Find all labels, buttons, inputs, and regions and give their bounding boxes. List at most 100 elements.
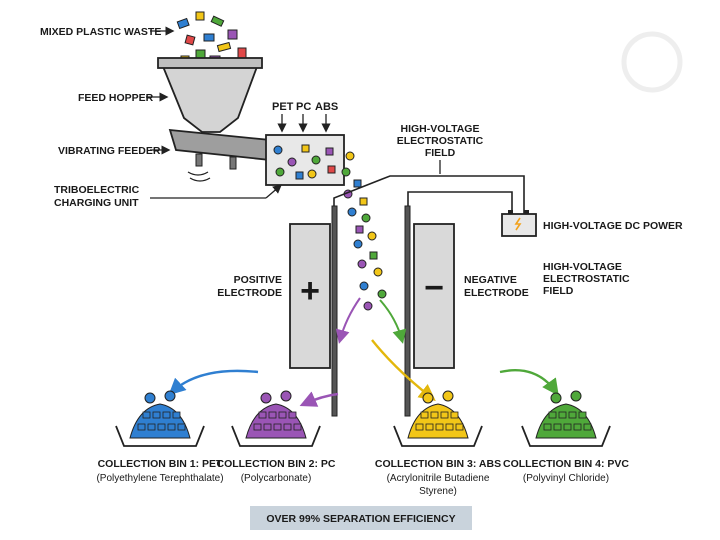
- label-hv-field-top-1: HIGH-VOLTAGE: [401, 123, 480, 135]
- bin-pellet: [568, 411, 577, 419]
- bin-pellet: [563, 423, 572, 431]
- bin-pellet: [137, 423, 146, 431]
- bin-pellet: [273, 423, 282, 431]
- bin-pellet: [263, 423, 272, 431]
- bin-pellet: [583, 423, 592, 431]
- bin-pellet: [543, 423, 552, 431]
- bin-pellet: [253, 423, 262, 431]
- plus-sign: +: [300, 272, 320, 310]
- label-abs: ABS: [315, 101, 338, 113]
- power-wiring: [333, 175, 525, 214]
- label-positive-1: POSITIVE: [234, 274, 282, 286]
- bin-pellet: [268, 411, 277, 419]
- label-triboelectric-1: TRIBOELECTRIC: [54, 184, 140, 196]
- positive-electrode: [289, 205, 338, 417]
- pointer-lines: [146, 26, 441, 199]
- bin-subtitle: (Polyvinyl Chloride): [523, 473, 609, 484]
- bin-pellet: [553, 423, 562, 431]
- collection-bins: COLLECTION BIN 1: PET(Polyethylene Terep…: [96, 390, 629, 497]
- label-positive-2: ELECTRODE: [217, 287, 282, 299]
- efficiency-text: OVER 99% SEPARATION EFFICIENCY: [266, 513, 455, 525]
- bin-pellet-pile: [535, 403, 597, 439]
- label-hv-field-top-2: ELECTROSTATIC: [397, 135, 484, 147]
- bin-pellet: [420, 411, 429, 419]
- bin-subtitle: (Polycarbonate): [241, 473, 312, 484]
- label-negative-1: NEGATIVE: [464, 274, 517, 286]
- watermark-registered-mark: [621, 31, 683, 93]
- bin-pellet: [278, 411, 287, 419]
- label-hv-field-top-3: FIELD: [425, 147, 456, 159]
- label-hv-field-right-1: HIGH-VOLTAGE: [543, 261, 622, 273]
- charge-marker: [164, 390, 176, 402]
- bin-pellet: [440, 411, 449, 419]
- label-pet: PET: [272, 101, 294, 113]
- collection-bin-2: COLLECTION BIN 2: PC (Polycarbonate): [216, 390, 336, 484]
- bin-pellet: [283, 423, 292, 431]
- charge-marker: [260, 392, 272, 404]
- charge-marker: [144, 392, 156, 404]
- dc-power-battery: [501, 210, 537, 237]
- bin-subtitle-2: Styrene): [419, 486, 457, 497]
- bin-basin: [521, 425, 611, 447]
- mixed-waste-pieces: [176, 11, 247, 65]
- particle-stream: [341, 151, 387, 311]
- label-negative-2: ELECTRODE: [464, 287, 529, 299]
- collection-bin-1: COLLECTION BIN 1: PET(Polyethylene Terep…: [96, 390, 224, 484]
- bin-pellet: [162, 411, 171, 419]
- bin-title: COLLECTION BIN 2: PC: [216, 458, 335, 470]
- deflection-arrows: [168, 297, 559, 407]
- bin-pellet: [455, 423, 464, 431]
- bin-pellet: [450, 411, 459, 419]
- charge-marker: [550, 392, 562, 404]
- minus-sign: −: [424, 269, 444, 307]
- bin-pellet: [573, 423, 582, 431]
- bin-pellet: [445, 423, 454, 431]
- label-mixed-plastic-waste: MIXED PLASTIC WASTE: [40, 26, 161, 38]
- bin-pellet: [147, 423, 156, 431]
- bin-basin: [393, 425, 483, 447]
- charge-marker: [280, 390, 292, 402]
- collection-bin-3: COLLECTION BIN 3: ABS (Acrylonitrile Buta…: [375, 390, 501, 497]
- label-dc-power: HIGH-VOLTAGE DC POWER: [543, 220, 683, 232]
- bin-pellet: [142, 411, 151, 419]
- label-hv-field-right-2: ELECTROSTATIC: [543, 273, 630, 285]
- charge-marker: [570, 390, 582, 402]
- vibrating-feeder: [168, 128, 271, 182]
- triboelectric-charging-unit: [265, 134, 345, 186]
- bin-basin: [231, 425, 321, 447]
- bin-pellet: [258, 411, 267, 419]
- feed-hopper: [157, 57, 263, 133]
- bin-pellet: [415, 423, 424, 431]
- bin-pellet: [172, 411, 181, 419]
- bin-pellet: [425, 423, 434, 431]
- bin-pellet: [548, 411, 557, 419]
- bin-pellet: [167, 423, 176, 431]
- label-triboelectric-2: CHARGING UNIT: [54, 197, 139, 209]
- bin-pellet-pile: [129, 403, 191, 439]
- bin-subtitle: (Polyethylene Terephthalate): [96, 473, 223, 484]
- bin-pellet: [430, 411, 439, 419]
- label-hv-field-right-3: FIELD: [543, 285, 574, 297]
- charge-marker: [442, 390, 454, 402]
- label-feed-hopper: FEED HOPPER: [78, 92, 154, 104]
- bin-pellet-pile: [245, 403, 307, 439]
- bin-subtitle: (Acrylonitrile Butadiene: [387, 473, 490, 484]
- negative-electrode: [404, 205, 455, 417]
- bin-pellet: [152, 411, 161, 419]
- bin-pellet: [578, 411, 587, 419]
- bin-title: COLLECTION BIN 4: PVC: [503, 458, 629, 470]
- label-vibrating-feeder: VIBRATING FEEDER: [58, 145, 161, 157]
- bin-pellet: [288, 411, 297, 419]
- charge-marker: [422, 392, 434, 404]
- collection-bin-4: COLLECTION BIN 4: PVC (Polyvinyl Chloride…: [503, 390, 629, 484]
- bin-title: COLLECTION BIN 3: ABS: [375, 458, 501, 470]
- efficiency-banner: [250, 506, 472, 530]
- label-pc: PC: [296, 101, 311, 113]
- bin-pellet: [293, 423, 302, 431]
- bin-pellet-pile: [407, 403, 469, 439]
- bin-basin: [115, 425, 205, 447]
- bin-pellet: [558, 411, 567, 419]
- bin-pellet: [435, 423, 444, 431]
